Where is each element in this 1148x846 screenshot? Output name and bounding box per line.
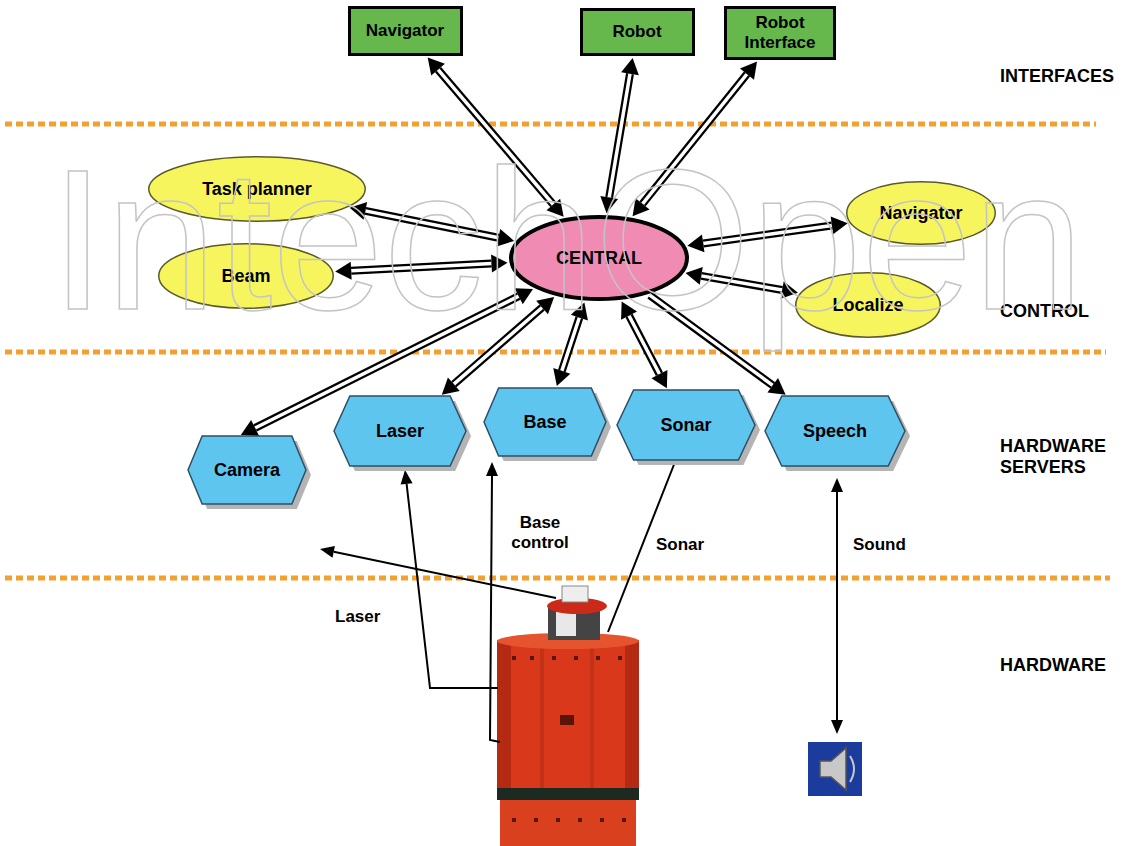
robot-bumper xyxy=(497,786,639,800)
node-text-group: Sonar xyxy=(660,415,711,436)
arrow-head xyxy=(428,58,445,76)
arrow-head xyxy=(651,370,667,388)
robot-seam xyxy=(540,640,544,788)
arrow-head xyxy=(320,546,335,558)
node-text-group: Speech xyxy=(803,421,867,442)
hardware-server: Laser xyxy=(334,396,466,466)
node-text-group: Laser xyxy=(376,421,424,442)
node-label: Navigator xyxy=(366,21,444,41)
node-label: Base xyxy=(523,412,566,433)
node-label: Robot Interface xyxy=(734,13,826,52)
label-slot: Sonar xyxy=(656,535,704,555)
wire-label: Sonar xyxy=(656,535,704,555)
base-control-wire xyxy=(490,476,500,742)
arrow-head xyxy=(767,378,785,395)
box-shape xyxy=(726,8,835,59)
hex-shape xyxy=(484,388,606,456)
camera-wire xyxy=(334,552,556,598)
label-slot: HARDWARE SERVERS xyxy=(1000,436,1125,477)
node-text-group: Navigator xyxy=(366,21,444,41)
robot-shade xyxy=(625,640,639,788)
layer-label: INTERFACES xyxy=(1000,66,1114,87)
interface-box: Robot Interface xyxy=(724,6,836,60)
node-text-group: Base xyxy=(523,412,566,433)
label-slot: INTERFACES xyxy=(1000,66,1114,87)
interface-box: Navigator xyxy=(348,6,463,56)
label-slot: IntechOpen xyxy=(50,140,1084,340)
layer-separator xyxy=(5,350,1106,355)
arrow-head xyxy=(831,720,843,734)
robot-shade xyxy=(497,640,511,788)
arrow-head xyxy=(831,478,843,492)
layer-label: HARDWARE SERVERS xyxy=(1000,436,1125,477)
camera-unit xyxy=(562,586,588,602)
hex-shape xyxy=(765,396,905,466)
label-slot: Sound xyxy=(853,535,906,555)
layer-separator xyxy=(5,576,1110,581)
layer-separators xyxy=(5,124,1110,578)
box-shape xyxy=(349,8,461,55)
node-label: Camera xyxy=(214,460,280,481)
sound-wave xyxy=(850,756,854,782)
label-slot: HARDWARE xyxy=(1000,655,1106,676)
hardware-server: Camera xyxy=(188,436,306,504)
arrow-head xyxy=(553,368,570,386)
hardware-server: Base xyxy=(484,388,606,456)
watermark: IntechOpen xyxy=(50,140,1084,340)
robot-base xyxy=(500,798,636,846)
node-text-group: Camera xyxy=(214,460,280,481)
hardware-server: Sonar xyxy=(617,390,755,460)
node-label: Robot xyxy=(612,22,661,42)
wire-heads xyxy=(320,462,843,734)
arrow-head xyxy=(740,62,757,80)
speaker-ground xyxy=(808,742,862,796)
layer-label: HARDWARE xyxy=(1000,655,1106,676)
layer-separator xyxy=(5,122,1096,127)
wire-label: Sound xyxy=(853,535,906,555)
node-label: Sonar xyxy=(660,415,711,436)
arrow-head xyxy=(241,420,259,436)
hex-shape xyxy=(617,390,755,460)
box-shape xyxy=(581,10,693,55)
robot-seam xyxy=(590,640,594,788)
arrow-head xyxy=(486,462,498,476)
robot-photo xyxy=(497,586,639,846)
arrow-head xyxy=(401,470,413,485)
hex-shape xyxy=(188,436,306,504)
label-slot: Base control xyxy=(500,513,580,552)
node-text-group: Robot xyxy=(612,22,661,42)
interface-box: Robot xyxy=(580,8,695,56)
arrow-head xyxy=(621,58,639,75)
speaker-cone xyxy=(820,748,846,790)
sonar-holes xyxy=(512,656,626,822)
label-slot: Laser xyxy=(335,607,380,627)
sound-wire xyxy=(836,492,838,720)
laser-wire xyxy=(407,484,498,688)
arrow-head xyxy=(442,377,460,394)
hex-shape xyxy=(334,396,466,466)
robot-body xyxy=(497,640,639,788)
hardware-server: Speech xyxy=(765,396,905,466)
wire-label: Laser xyxy=(335,607,380,627)
laser-unit xyxy=(556,612,576,636)
node-label: Speech xyxy=(803,421,867,442)
node-label: Laser xyxy=(376,421,424,442)
wire-label: Base control xyxy=(500,513,580,552)
speaker-icon xyxy=(808,742,862,796)
hardware-wires xyxy=(334,462,837,742)
node-text-group: Robot Interface xyxy=(734,13,826,52)
